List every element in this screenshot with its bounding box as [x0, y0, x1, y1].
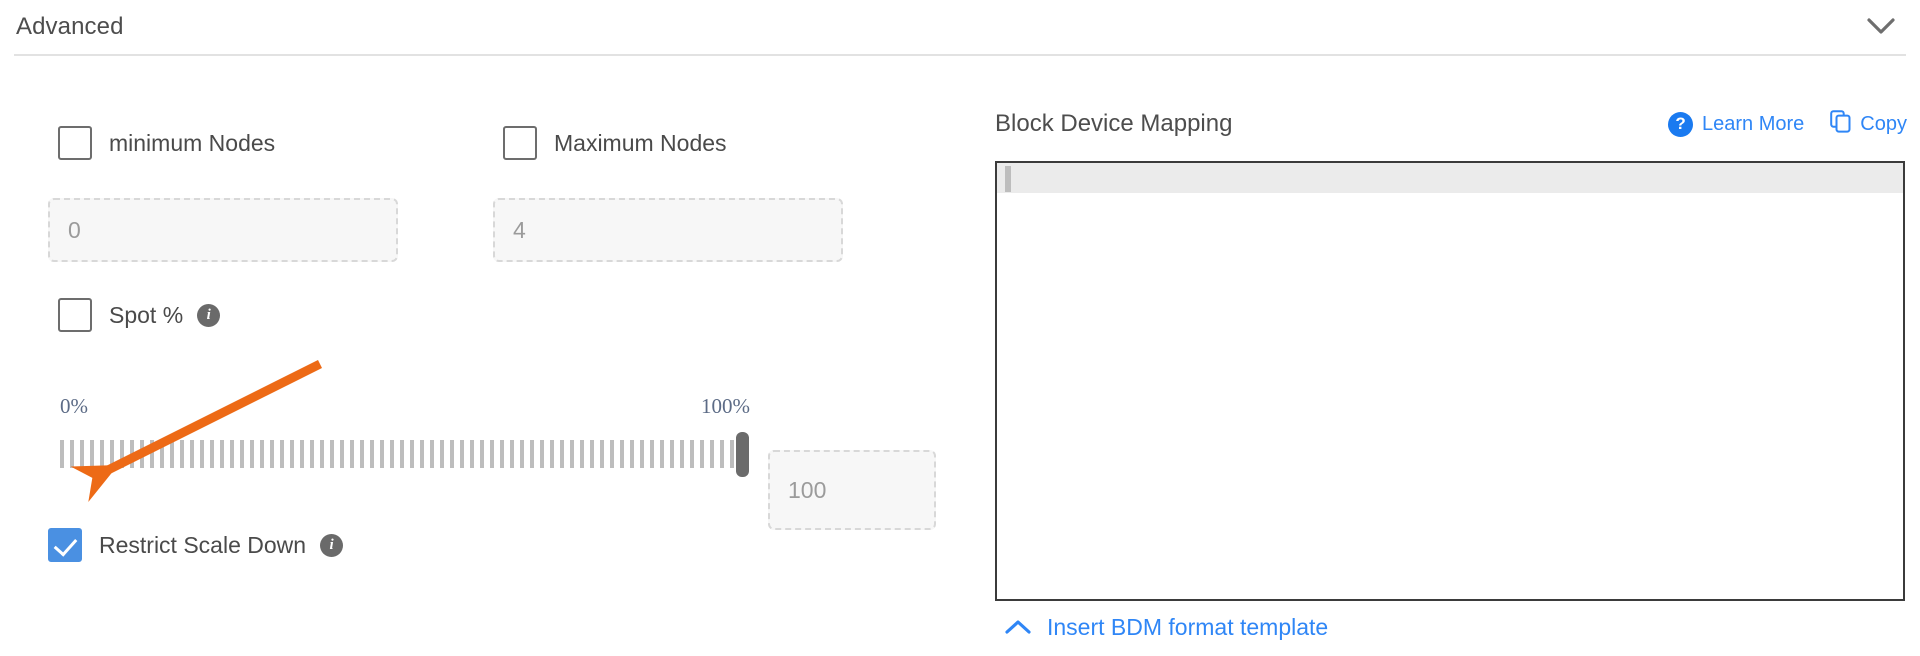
spot-percent-checkbox[interactable] — [58, 298, 92, 332]
spot-percent-slider[interactable] — [60, 432, 750, 477]
advanced-left-panel: minimum Nodes 0 Maximum Nodes 4 Spot % i… — [0, 54, 960, 656]
bdm-editor[interactable] — [995, 161, 1905, 601]
copy-link[interactable]: Copy — [1830, 109, 1907, 139]
spot-percent-row: Spot % i — [58, 298, 221, 332]
learn-more-link[interactable]: ? Learn More — [1668, 111, 1805, 137]
copy-icon — [1830, 109, 1851, 139]
copy-label: Copy — [1860, 112, 1907, 135]
minimum-nodes-label: minimum Nodes — [109, 129, 276, 156]
maximum-nodes-input[interactable]: 4 — [493, 198, 843, 262]
slider-max-label: 100% — [701, 394, 750, 418]
editor-gutter-marker — [1005, 166, 1011, 192]
chevron-up-icon — [1005, 614, 1031, 641]
slider-end-labels: 0% 100% — [60, 394, 750, 424]
spot-percent-info-icon[interactable]: i — [197, 303, 221, 327]
restrict-scale-down-info-icon[interactable]: i — [320, 533, 344, 557]
insert-bdm-template-label: Insert BDM format template — [1047, 614, 1329, 640]
slider-thumb[interactable] — [736, 432, 749, 477]
slider-tick-marks — [60, 440, 750, 468]
block-device-mapping-panel: Block Device Mapping ? Learn More Copy — [995, 54, 1920, 656]
restrict-scale-down-label: Restrict Scale Down — [99, 531, 307, 558]
question-circle-icon: ? — [1668, 111, 1694, 137]
minimum-nodes-checkbox[interactable] — [58, 126, 92, 160]
restrict-scale-down-row: Restrict Scale Down i — [48, 528, 344, 562]
bdm-header: Block Device Mapping ? Learn More Copy — [995, 104, 1907, 144]
learn-more-label: Learn More — [1702, 112, 1805, 135]
minimum-nodes-row: minimum Nodes — [58, 126, 275, 160]
maximum-nodes-row: Maximum Nodes — [503, 126, 727, 160]
bdm-actions: ? Learn More Copy — [1668, 109, 1907, 139]
editor-active-line — [997, 163, 1903, 193]
slider-min-label: 0% — [60, 394, 88, 418]
maximum-nodes-label: Maximum Nodes — [554, 129, 727, 156]
bdm-title: Block Device Mapping — [995, 110, 1233, 137]
advanced-section-header[interactable]: Advanced — [0, 0, 1920, 54]
restrict-scale-down-checkbox[interactable] — [48, 528, 82, 562]
page-title: Advanced — [16, 13, 124, 40]
spot-percent-value-input[interactable]: 100 — [768, 450, 936, 530]
maximum-nodes-checkbox[interactable] — [503, 126, 537, 160]
chevron-down-icon[interactable] — [1864, 10, 1898, 44]
header-divider — [14, 54, 1906, 56]
spot-percent-label: Spot % — [109, 301, 184, 328]
insert-bdm-template-link[interactable]: Insert BDM format template — [1005, 614, 1328, 641]
minimum-nodes-input[interactable]: 0 — [48, 198, 398, 262]
spot-percent-slider-group: 0% 100% — [60, 394, 750, 504]
